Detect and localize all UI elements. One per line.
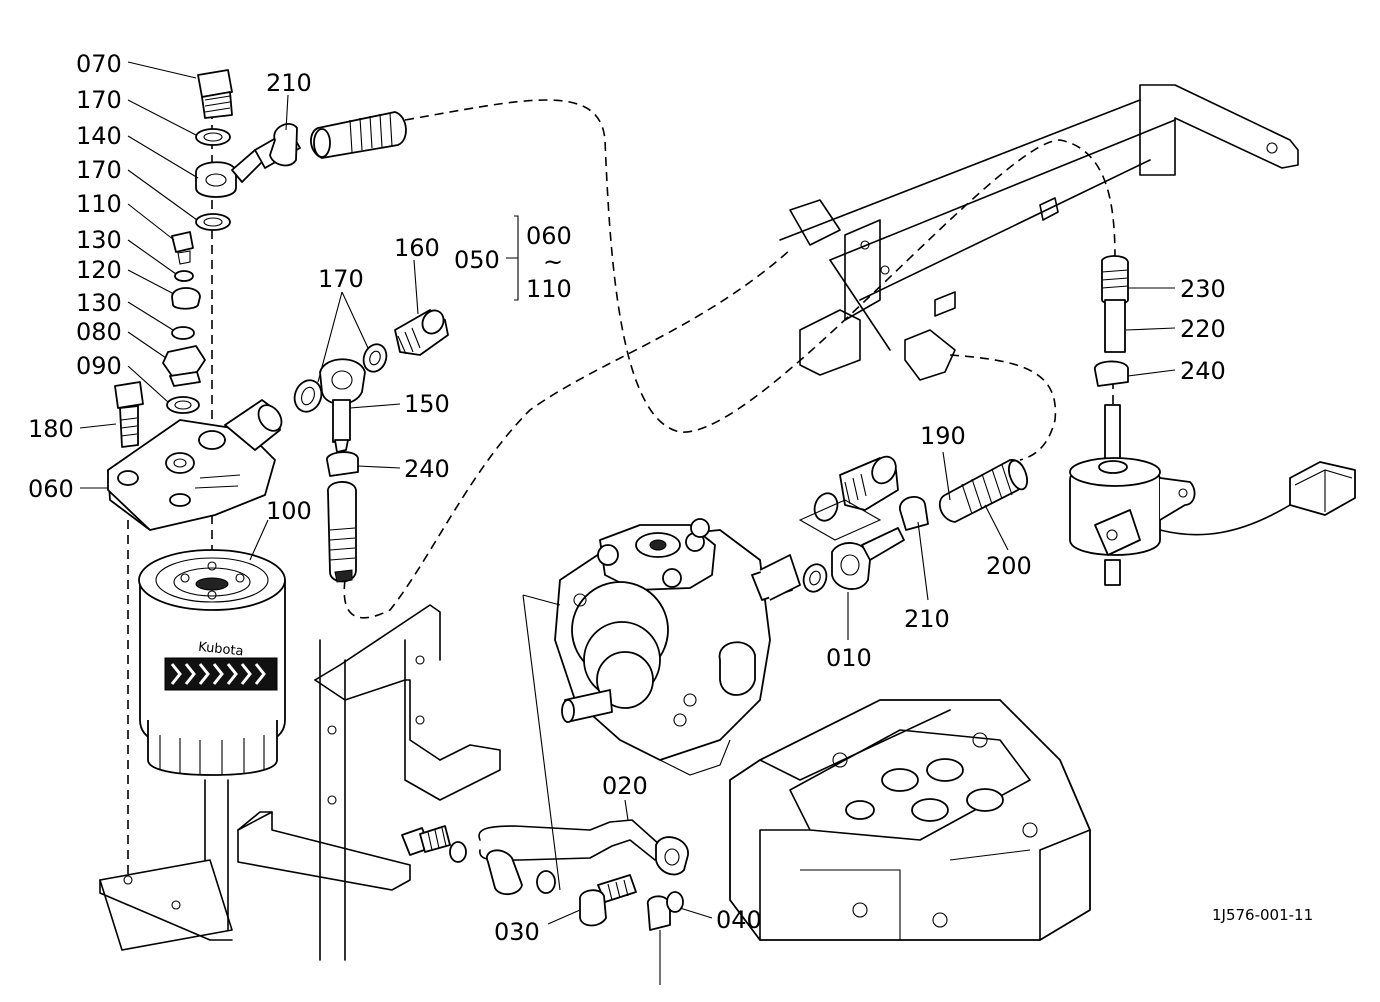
label-050: 050 [454,246,500,274]
label-150: 150 [404,390,450,418]
label-170: 170 [76,156,122,184]
label-180: 180 [28,415,74,443]
label-060: 060 [28,475,74,503]
label-160: 160 [394,234,440,262]
label-060: 060 [526,222,572,250]
label-130: 130 [76,226,122,254]
label-220: 220 [1180,315,1226,343]
banjo-assembly-150 [293,309,449,583]
label-230: 230 [1180,275,1226,303]
label-090: 090 [76,352,122,380]
drawing-code: 1J576-001-11 [1212,906,1313,924]
label-240: 240 [404,455,450,483]
label-110: 110 [526,275,572,303]
label-190: 190 [920,422,966,450]
label-100: 100 [266,497,312,525]
return-hose-top [254,111,407,169]
label-tilde: ~ [543,248,563,276]
label-020: 020 [602,772,648,800]
label-110: 110 [76,190,122,218]
label-210: 210 [904,605,950,633]
filter-cartridge-100: Kubota [138,549,286,776]
label-040: 040 [716,906,762,934]
part-labels: 070 170 140 170 110 130 120 130 080 090 … [28,50,1313,946]
label-010: 010 [826,644,872,672]
injection-pump [522,518,801,891]
frame-rails [99,110,501,961]
label-240: 240 [1180,357,1226,385]
lower-pipe-assembly [401,819,689,985]
filter-head-assembly [107,69,283,531]
banjo-assembly-010 [798,455,1029,593]
label-120: 120 [76,256,122,284]
electric-fuel-pump-assembly [1069,255,1356,586]
label-030: 030 [494,918,540,946]
engine-cylinder-head [729,699,1091,941]
label-170: 170 [318,265,364,293]
upper-frame-rail [779,84,1299,381]
filter-brand-text: Kubota [197,640,244,660]
label-140: 140 [76,122,122,150]
fuel-lines [343,99,1116,619]
label-210: 210 [266,69,312,97]
label-080: 080 [76,318,122,346]
label-130: 130 [76,289,122,317]
label-170: 170 [76,86,122,114]
label-200: 200 [986,552,1032,580]
leader-lines [79,61,1176,925]
label-070: 070 [76,50,122,78]
